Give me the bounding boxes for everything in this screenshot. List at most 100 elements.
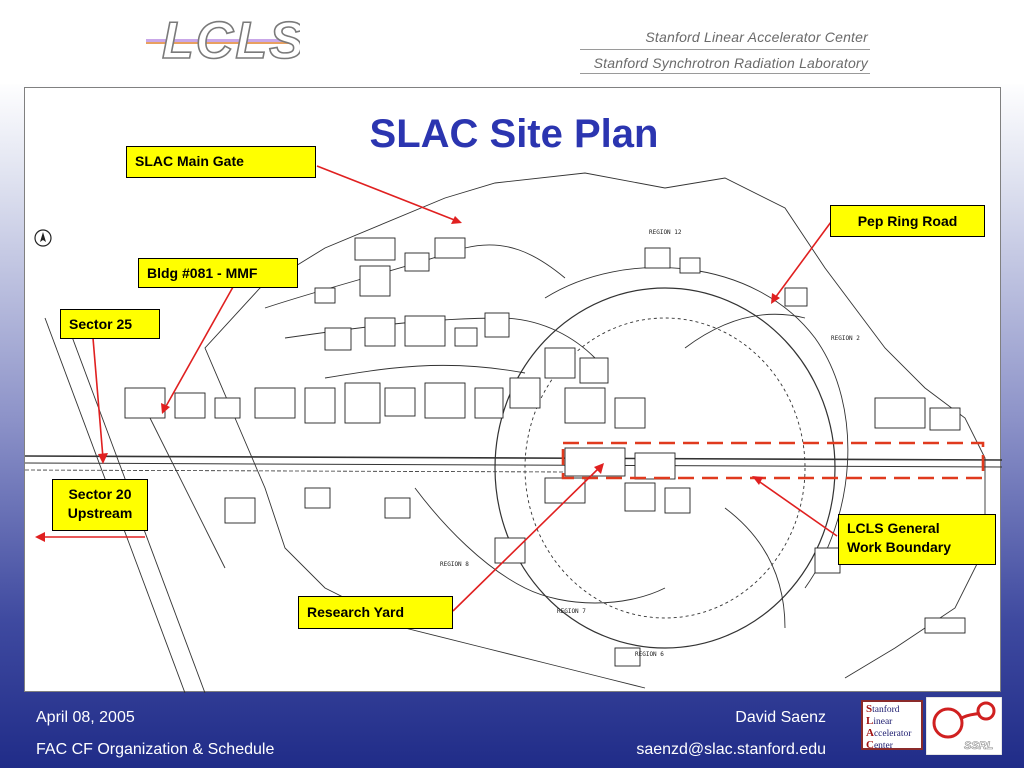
callout-sector-20-line-1: Sector 20 (68, 486, 132, 502)
campus-road-3 (324, 364, 526, 379)
building (354, 237, 396, 261)
region-labels: REGION 12 REGION 2 REGION 8 REGION 7 REG… (440, 229, 860, 658)
leader-pep-road-arrowhead (771, 293, 780, 304)
linac-line (25, 455, 1002, 461)
callout-lcls-line-2: Work Boundary (847, 539, 951, 555)
lcls-logo: LCLS (146, 11, 300, 71)
building (814, 547, 841, 574)
lcls-logo-beam (146, 39, 296, 43)
region-label: REGION 6 (635, 651, 664, 658)
building (359, 265, 391, 297)
building (924, 617, 966, 634)
footer-subject: FAC CF Organization & Schedule (36, 741, 275, 758)
lcls-work-boundary (561, 441, 985, 480)
building (624, 482, 656, 512)
ssrl-logo-bg (926, 697, 1002, 755)
building (434, 237, 466, 259)
building (564, 387, 606, 424)
building (174, 392, 206, 419)
region-label: REGION 2 (831, 335, 860, 342)
building (324, 327, 352, 351)
slac-logo-line: Linear (866, 715, 893, 728)
pep-ring-inner (524, 317, 806, 619)
leader-main-gate (316, 165, 458, 222)
callout-sector-25: Sector 25 (60, 309, 160, 339)
callout-sector-20: Sector 20 Upstream (52, 479, 148, 531)
lcls-logo-text: LCLS (162, 12, 300, 70)
building (304, 387, 336, 424)
org-line-ssrl: Stanford Synchrotron Radiation Laborator… (593, 55, 868, 71)
ssrl-logo-beam (959, 711, 981, 721)
building (544, 347, 576, 379)
building (644, 247, 671, 269)
building (784, 287, 808, 307)
footer-email: saenzd@slac.stanford.edu (636, 741, 826, 758)
ssrl-logo-ring (932, 707, 964, 739)
site-plan-map: REGION 12 REGION 2 REGION 8 REGION 7 REG… (24, 87, 1002, 693)
north-arrow-icon (34, 229, 52, 247)
building (124, 387, 166, 419)
campus-road-4 (414, 487, 666, 604)
building (424, 382, 466, 419)
ssrl-logo: SSRL (926, 697, 1002, 755)
region-label: REGION 8 (440, 561, 469, 568)
building (664, 487, 691, 514)
leader-bldg-081-arrowhead (161, 403, 170, 414)
slide-header: LCLS Stanford Linear Accelerator Center … (0, 0, 1024, 84)
building (304, 487, 331, 509)
building (254, 387, 296, 419)
pep-ring (494, 287, 836, 649)
upstream-arrow-icon (35, 532, 145, 542)
building (929, 407, 961, 431)
leader-lcls (756, 479, 838, 537)
callout-lcls-boundary: LCLS General Work Boundary (838, 514, 996, 565)
leader-research-yard-arrowhead (594, 463, 604, 474)
building (364, 317, 396, 347)
building (494, 537, 526, 564)
leader-main-gate-arrowhead (451, 216, 462, 224)
slac-logo: Stanford Linear Accelerator Center (861, 700, 923, 751)
building (544, 477, 586, 504)
building (614, 397, 646, 429)
callout-bldg-081: Bldg #081 - MMF (138, 258, 298, 288)
building (404, 315, 446, 347)
header-rule-1 (580, 49, 870, 50)
building (679, 257, 701, 274)
region-label: REGION 12 (649, 229, 682, 236)
building (579, 357, 609, 384)
linac-line-2 (25, 462, 1002, 468)
building (404, 252, 430, 272)
leader-bldg-081 (164, 286, 234, 409)
leader-lcls-arrowhead (752, 476, 763, 485)
leader-lines (92, 165, 838, 612)
building (634, 452, 676, 480)
footer-presenter: David Saenz (735, 709, 826, 726)
callout-main-gate: SLAC Main Gate (126, 146, 316, 178)
building (614, 647, 641, 667)
callout-lcls-line-1: LCLS General (847, 520, 940, 536)
building (474, 387, 504, 419)
footer-date: April 08, 2005 (36, 709, 135, 726)
building (214, 397, 241, 419)
callout-pep-ring-road: Pep Ring Road (830, 205, 985, 237)
building (509, 377, 541, 409)
ssrl-logo-ring-small (976, 701, 996, 721)
region-label: REGION 7 (557, 608, 586, 615)
building (344, 382, 381, 424)
buildings (124, 237, 966, 667)
ssrl-logo-text: SSRL (964, 740, 994, 752)
building (384, 387, 416, 417)
leader-research-yard (452, 467, 600, 612)
slac-logo-line: Accelerator (866, 727, 912, 740)
leader-pep-road (774, 221, 832, 299)
building (874, 397, 926, 429)
header-rule-2 (580, 73, 870, 74)
callout-sector-20-line-2: Upstream (67, 505, 133, 521)
linac-line-3 (25, 469, 566, 473)
building (454, 327, 478, 347)
callout-research-yard: Research Yard (298, 596, 453, 629)
campus-road-6 (724, 507, 786, 629)
lcls-logo-beam-accent (146, 42, 296, 44)
org-line-slac: Stanford Linear Accelerator Center (645, 29, 868, 45)
campus-road-5 (684, 313, 806, 349)
